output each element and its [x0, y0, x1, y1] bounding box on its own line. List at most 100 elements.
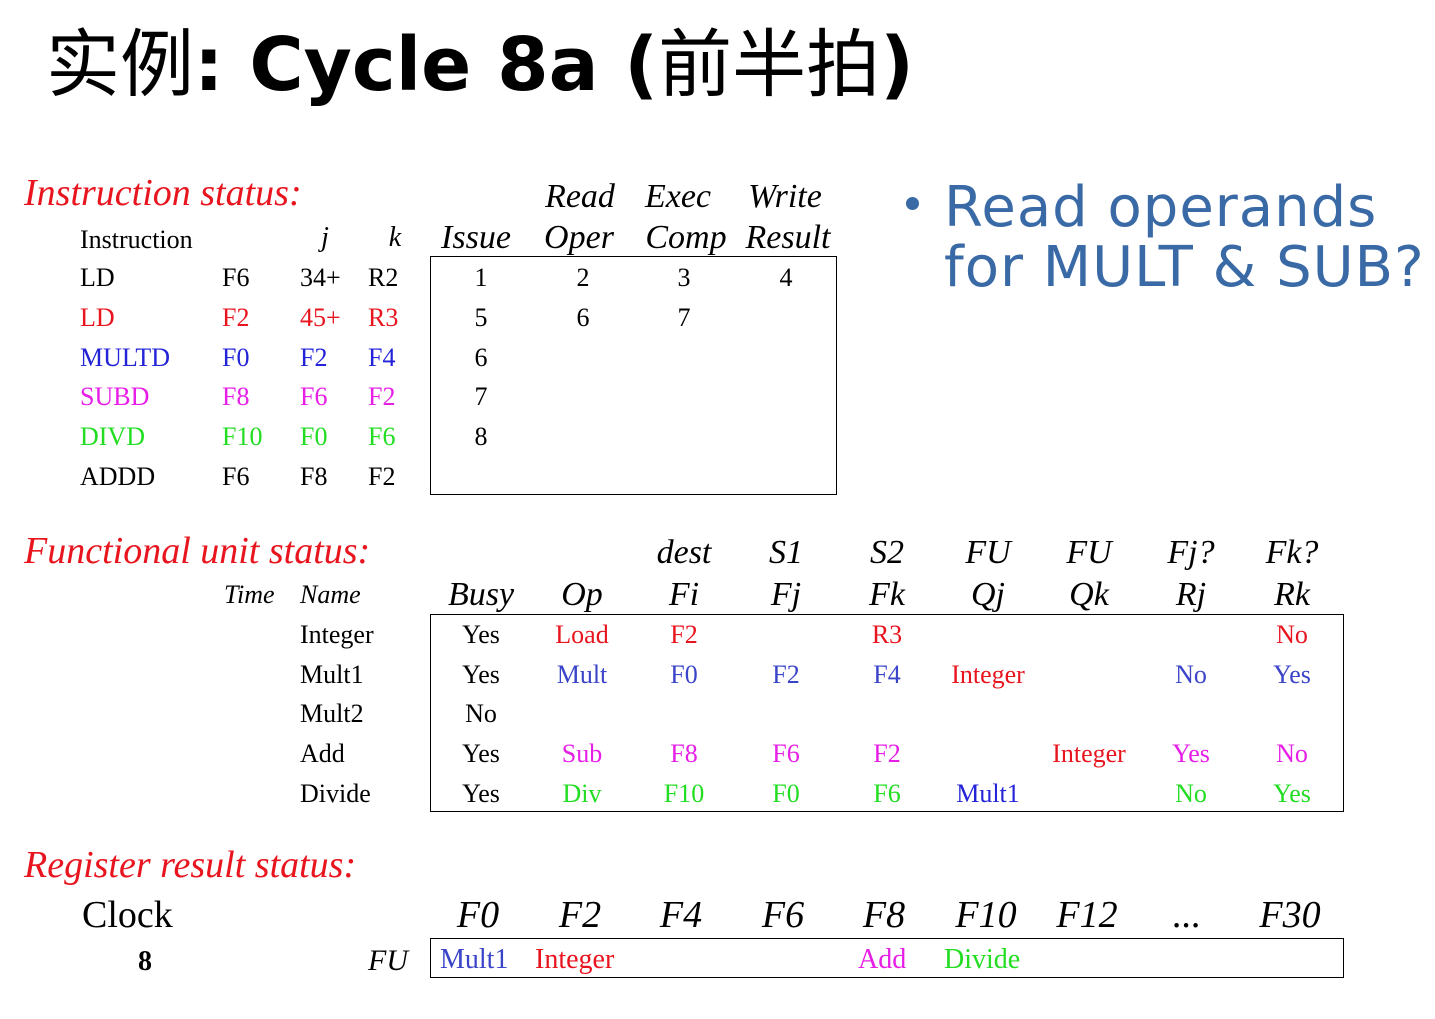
reg-fu-value: Integer	[535, 944, 615, 975]
instr-header-top: Exec	[644, 178, 712, 215]
fu-header: Rk	[1274, 576, 1310, 613]
fu-name: Add	[300, 739, 345, 768]
instr-exec: 3	[677, 263, 691, 292]
bullet-dot-icon	[906, 197, 919, 210]
instr-j: F6	[300, 382, 328, 411]
instr-dest: F6	[222, 462, 250, 491]
reg-header: F6	[761, 894, 805, 936]
reg-header: F0	[456, 894, 500, 936]
register-result-status-box	[430, 938, 1344, 978]
page-title: 实例: Cycle 8a (前半拍)	[46, 28, 914, 102]
reg-header: F8	[862, 894, 906, 936]
fu-name: Mult2	[300, 699, 364, 728]
instr-exec: 7	[677, 303, 691, 332]
reg-header: F12	[1056, 894, 1118, 936]
title-main: : Cycle 8a (	[194, 22, 659, 108]
fu-op: Sub	[561, 739, 603, 768]
instr-header-top: Read	[545, 178, 615, 215]
fu-fi: F0	[670, 660, 698, 689]
fu-rk: No	[1276, 739, 1308, 768]
instr-dest: F8	[222, 382, 250, 411]
title-prefix: 实例	[46, 22, 194, 108]
instr-op: LD	[80, 263, 115, 292]
fu-qj: Integer	[951, 660, 1025, 689]
reg-header: F2	[558, 894, 602, 936]
fu-row-label: FU	[368, 944, 408, 977]
fu-name: Divide	[300, 779, 371, 808]
fu-header-top: FU	[965, 534, 1011, 571]
reg-header: F10	[955, 894, 1017, 936]
instr-header: Comp	[645, 219, 727, 256]
instr-j: F8	[300, 462, 328, 491]
reg-header: F30	[1259, 894, 1321, 936]
fu-busy: Yes	[462, 779, 500, 808]
fu-header: Op	[561, 576, 603, 613]
instr-header: Result	[745, 219, 831, 256]
clock-value: 8	[138, 946, 152, 977]
fu-rj: Yes	[1172, 739, 1210, 768]
fu-rk: Yes	[1273, 779, 1311, 808]
instr-op: DIVD	[80, 422, 145, 451]
fu-header: Fj	[770, 576, 802, 613]
instruction-status-label: Instruction status:	[24, 172, 302, 214]
fu-busy: Yes	[462, 660, 500, 689]
register-result-status-label: Register result status:	[24, 844, 357, 886]
bullet-line-2: for MULT & SUB?	[944, 235, 1425, 300]
fu-rk: No	[1276, 620, 1308, 649]
fu-header-top: S2	[870, 534, 904, 571]
fu-fj: F2	[772, 660, 800, 689]
bullet-line-1: Read operands	[944, 175, 1378, 240]
instr-issue: 1	[474, 263, 488, 292]
instr-dest: F10	[222, 422, 263, 451]
fu-qk: Integer	[1052, 739, 1126, 768]
instr-write: 4	[779, 263, 793, 292]
fu-fj: F0	[772, 779, 800, 808]
functional-unit-status-box	[430, 614, 1344, 812]
fu-fk: F2	[873, 739, 901, 768]
fu-name: Mult1	[300, 660, 364, 689]
fu-header-name: Name	[300, 580, 361, 609]
fu-fi: F2	[670, 620, 698, 649]
reg-header: F4	[659, 894, 703, 936]
fu-header: Fk	[869, 576, 905, 613]
fu-fk: R3	[871, 620, 903, 649]
fu-busy: No	[465, 699, 497, 728]
instr-header-j: j	[321, 222, 329, 253]
reg-fu-value: Divide	[944, 944, 1021, 975]
fu-header-top: Fj?	[1167, 534, 1215, 571]
instr-k: R3	[368, 303, 399, 332]
instr-dest: F6	[222, 263, 250, 292]
fu-rj: No	[1175, 660, 1207, 689]
fu-qj: Mult1	[956, 779, 1020, 808]
instr-j: F2	[300, 343, 328, 372]
instr-dest: F0	[222, 343, 250, 372]
fu-name: Integer	[300, 620, 374, 649]
instr-j: 34+	[300, 263, 341, 292]
instr-op: MULTD	[80, 343, 171, 372]
instr-k: F2	[368, 462, 396, 491]
reg-fu-value: Add	[858, 944, 907, 975]
reg-header: ...	[1172, 894, 1202, 936]
instr-dest: F2	[222, 303, 250, 332]
instr-header-top: Write	[748, 178, 822, 215]
instr-k: R2	[368, 263, 399, 292]
fu-fi: F10	[663, 779, 705, 808]
fu-fk: F4	[873, 660, 901, 689]
fu-op: Mult	[556, 660, 608, 689]
fu-fk: F6	[873, 779, 901, 808]
instr-op: SUBD	[80, 382, 150, 411]
instr-k: F6	[368, 422, 396, 451]
fu-header: Fi	[668, 576, 700, 613]
fu-op: Div	[562, 779, 602, 808]
instr-k: F2	[368, 382, 396, 411]
clock-label: Clock	[82, 894, 173, 936]
fu-header-top: S1	[769, 534, 803, 571]
title-suffix: 前半拍	[658, 22, 881, 108]
instr-issue: 5	[474, 303, 488, 332]
fu-header-time: Time	[224, 580, 275, 609]
reg-fu-value: Mult1	[440, 944, 509, 975]
instr-read: 6	[576, 303, 590, 332]
fu-header-top: dest	[656, 534, 712, 571]
fu-rj: No	[1175, 779, 1207, 808]
instr-j: 45+	[300, 303, 341, 332]
